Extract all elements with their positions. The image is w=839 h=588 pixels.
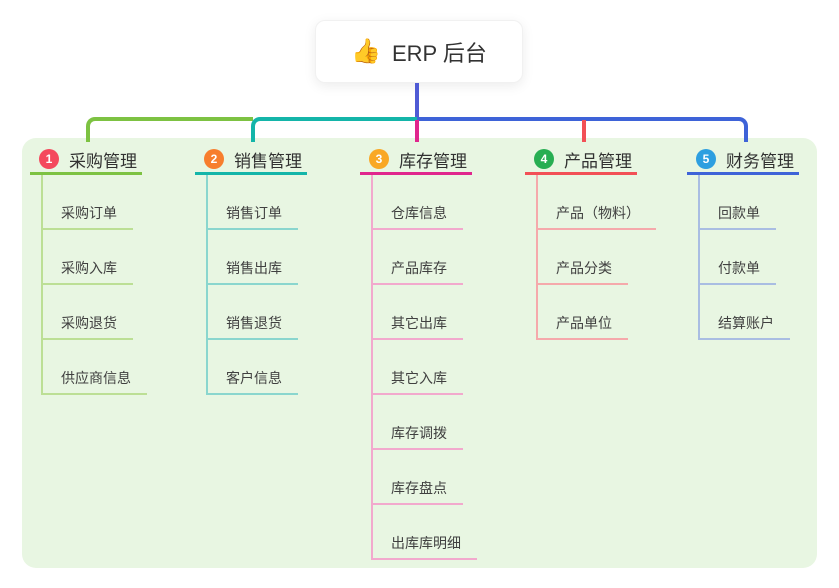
branch-number-badge: 5 <box>696 149 716 169</box>
branch-finance: 5 财务管理 回款单 付款单 结算账户 <box>687 146 799 340</box>
child-node[interactable]: 结算账户 <box>700 315 790 340</box>
connector-branch-2 <box>251 117 417 142</box>
branch-children: 仓库信息 产品库存 其它出库 其它入库 库存调拨 库存盘点 出库库明细 <box>371 175 477 560</box>
branch-header-product[interactable]: 4 产品管理 <box>525 146 637 175</box>
branch-header-finance[interactable]: 5 财务管理 <box>687 146 799 175</box>
branch-number-badge: 4 <box>534 149 554 169</box>
branch-number-badge: 2 <box>204 149 224 169</box>
child-node[interactable]: 产品单位 <box>538 315 628 340</box>
branch-children: 销售订单 销售出库 销售退货 客户信息 <box>206 175 298 395</box>
branch-children: 产品（物料） 产品分类 产品单位 <box>536 175 656 340</box>
branch-sales: 2 销售管理 销售订单 销售出库 销售退货 客户信息 <box>195 146 307 395</box>
child-node[interactable]: 产品（物料） <box>538 205 656 230</box>
child-node[interactable]: 出库库明细 <box>373 535 477 560</box>
branch-number-badge: 1 <box>39 149 59 169</box>
root-node[interactable]: 👍 ERP 后台 <box>315 20 523 83</box>
child-node[interactable]: 其它出库 <box>373 315 463 340</box>
branch-header-inventory[interactable]: 3 库存管理 <box>360 146 472 175</box>
connector-branch-3 <box>415 120 419 142</box>
connector-branch-4 <box>582 120 586 142</box>
child-node[interactable]: 回款单 <box>700 205 776 230</box>
branch-product: 4 产品管理 产品（物料） 产品分类 产品单位 <box>525 146 656 340</box>
child-node[interactable]: 产品分类 <box>538 260 628 285</box>
child-node[interactable]: 仓库信息 <box>373 205 463 230</box>
child-node[interactable]: 供应商信息 <box>43 370 147 395</box>
child-node[interactable]: 采购订单 <box>43 205 133 230</box>
branch-title: 库存管理 <box>399 151 467 171</box>
child-node[interactable]: 付款单 <box>700 260 776 285</box>
branches-panel <box>22 138 817 568</box>
thumbs-up-icon: 👍 <box>351 37 381 65</box>
branch-title: 采购管理 <box>69 151 137 171</box>
child-node[interactable]: 销售订单 <box>208 205 298 230</box>
branch-title: 财务管理 <box>726 151 794 171</box>
child-node[interactable]: 销售退货 <box>208 315 298 340</box>
root-label: ERP 后台 <box>391 40 487 66</box>
branch-title: 销售管理 <box>234 151 302 171</box>
child-node[interactable]: 产品库存 <box>373 260 463 285</box>
connector-branch-1 <box>86 117 253 142</box>
branch-children: 采购订单 采购入库 采购退货 供应商信息 <box>41 175 147 395</box>
child-node[interactable]: 库存盘点 <box>373 480 463 505</box>
branch-children: 回款单 付款单 结算账户 <box>698 175 790 340</box>
child-node[interactable]: 客户信息 <box>208 370 298 395</box>
connector-branch-5 <box>417 117 748 142</box>
branch-number-badge: 3 <box>369 149 389 169</box>
branch-title: 产品管理 <box>564 151 632 171</box>
branch-inventory: 3 库存管理 仓库信息 产品库存 其它出库 其它入库 库存调拨 库存盘点 出库库… <box>360 146 477 560</box>
root-connector-line <box>415 83 419 120</box>
child-node[interactable]: 销售出库 <box>208 260 298 285</box>
child-node[interactable]: 采购退货 <box>43 315 133 340</box>
branch-purchase: 1 采购管理 采购订单 采购入库 采购退货 供应商信息 <box>30 146 147 395</box>
child-node[interactable]: 其它入库 <box>373 370 463 395</box>
branch-header-purchase[interactable]: 1 采购管理 <box>30 146 142 175</box>
branch-header-sales[interactable]: 2 销售管理 <box>195 146 307 175</box>
child-node[interactable]: 库存调拨 <box>373 425 463 450</box>
child-node[interactable]: 采购入库 <box>43 260 133 285</box>
